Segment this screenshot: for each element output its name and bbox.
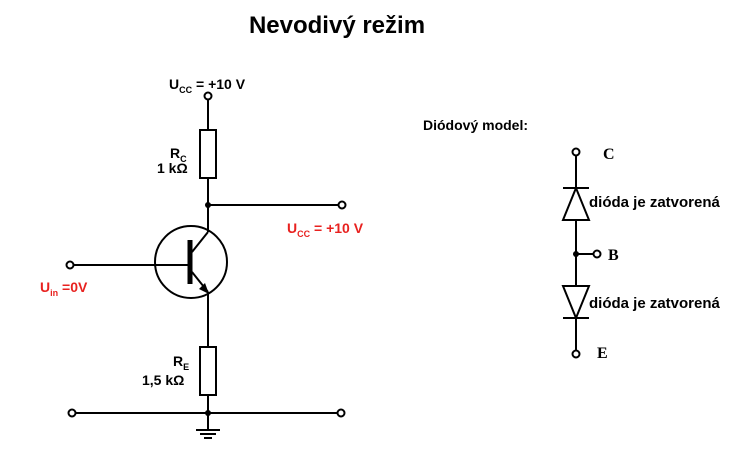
ground-node (205, 410, 211, 416)
ground-terminal-left (67, 408, 77, 418)
upper-diode-state: dióda je zatvorená (589, 194, 721, 211)
rc-value: 1 kΩ (157, 160, 188, 176)
resistor-re (199, 346, 217, 396)
lower-diode-icon (561, 285, 591, 321)
ground-terminal-right (336, 408, 346, 418)
collector-label: C (603, 146, 615, 163)
transistor-body (154, 225, 228, 299)
upper-diode-icon (561, 185, 591, 221)
diode-model-heading: Diódový model: (423, 117, 528, 133)
output-label: UCC = +10 V (287, 220, 364, 239)
transistor-circuit: UCC = +10 V RC 1 kΩ UCC = +10 V Uin =0V … (40, 76, 364, 439)
collector-terminal (571, 147, 581, 157)
emitter-label: E (597, 345, 608, 362)
supply-label: UCC = +10 V (169, 76, 246, 95)
emitter-arrow-icon (199, 283, 209, 294)
supply-terminal (203, 91, 213, 101)
base-label: B (608, 247, 619, 264)
diode-model: Diódový model: C dióda je zatvorená B di… (423, 117, 721, 362)
transistor-collector-lead (191, 231, 209, 253)
rc-label: RC (170, 145, 187, 164)
emitter-terminal (571, 349, 581, 359)
input-label: Uin =0V (40, 279, 88, 298)
re-value: 1,5 kΩ (142, 372, 184, 388)
resistor-rc (199, 129, 217, 179)
re-label: RE (173, 353, 189, 372)
input-terminal (65, 260, 75, 270)
base-terminal (592, 249, 602, 259)
page-title: Nevodivý režim (249, 12, 425, 39)
output-terminal (337, 200, 347, 210)
ground-icon (196, 429, 220, 439)
lower-diode-state: dióda je zatvorená (589, 295, 721, 312)
